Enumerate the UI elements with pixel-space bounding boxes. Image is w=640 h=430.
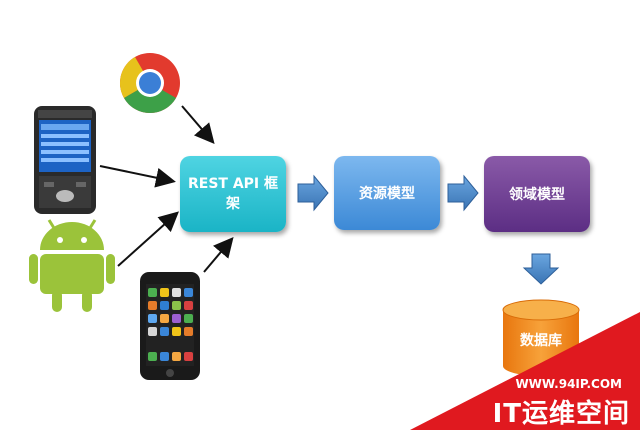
arrow-iphone-to-rest <box>203 236 234 273</box>
domain-model-label: 领域模型 <box>509 187 565 203</box>
rest-api-framework-box: REST API 框架 <box>180 156 286 232</box>
watermark-url: WWW.94IP.COM <box>515 377 622 391</box>
resource-model-box: 资源模型 <box>334 156 440 230</box>
iphone-icon <box>140 272 200 380</box>
block-arrow-domain-to-database <box>522 253 560 285</box>
rest-api-framework-label: REST API 框架 <box>187 176 279 212</box>
arrow-android-to-rest <box>117 211 179 267</box>
chrome-browser-icon <box>119 53 180 114</box>
resource-model-label: 资源模型 <box>359 186 415 202</box>
block-arrow-resource-to-domain <box>447 174 479 212</box>
block-arrow-rest-to-resource <box>297 174 329 212</box>
arrow-chrome-to-rest <box>181 105 215 145</box>
domain-model-box: 领域模型 <box>484 156 590 232</box>
windows-mobile-phone-icon <box>34 106 96 214</box>
arrow-winphone-to-rest <box>99 165 176 188</box>
android-icon <box>29 219 115 312</box>
watermark-text: IT运维空间 <box>492 399 630 429</box>
database-label: 数据库 <box>520 333 562 349</box>
watermark-band <box>410 312 640 430</box>
